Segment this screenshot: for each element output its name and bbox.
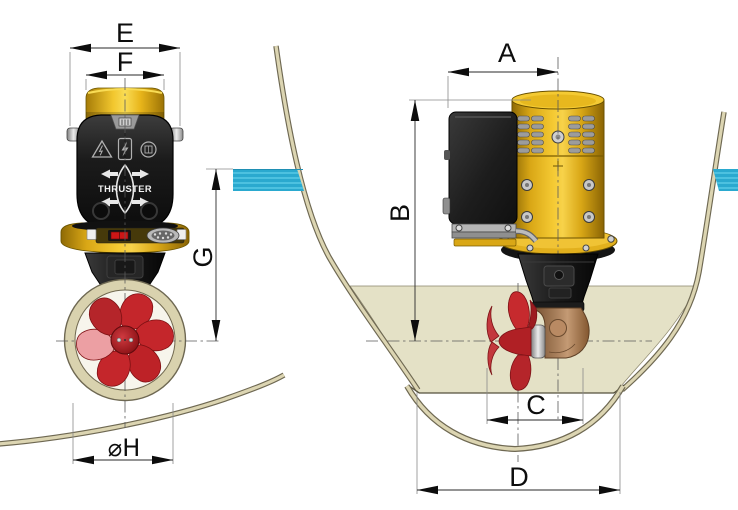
housing-port-left bbox=[92, 202, 110, 220]
propeller-hub bbox=[110, 325, 140, 355]
dim-label-C: C bbox=[526, 390, 546, 420]
dimension-F: F bbox=[85, 47, 165, 90]
propeller-side bbox=[486, 291, 538, 391]
waterline-right bbox=[713, 169, 738, 191]
dim-label-B: B bbox=[385, 204, 415, 222]
dimension-H-diameter: ⌀H bbox=[72, 403, 174, 465]
warning-triangle-icon bbox=[91, 139, 113, 158]
dimension-E: E bbox=[69, 18, 181, 126]
controller-side-nub bbox=[444, 150, 450, 160]
dim-label-G: G bbox=[188, 246, 218, 267]
dimension-C: C bbox=[486, 368, 584, 425]
prop-seal-ring bbox=[530, 324, 546, 359]
front-view-thruster: THRUSTER bbox=[0, 78, 304, 447]
elbow-anode-boss bbox=[549, 319, 567, 337]
dim-label-A: A bbox=[498, 38, 516, 68]
dim-label-D: D bbox=[509, 462, 529, 492]
dim-label-F: F bbox=[117, 47, 134, 77]
flange-bolt-left bbox=[86, 229, 97, 240]
controller-bracket bbox=[451, 223, 539, 247]
elbow-gear-housing bbox=[534, 307, 590, 359]
hull-curve-front bbox=[0, 372, 286, 447]
dimension-G: G bbox=[188, 168, 233, 341]
control-connector bbox=[146, 227, 180, 244]
emblem-arrows bbox=[101, 169, 149, 207]
dimension-A: A bbox=[447, 38, 558, 108]
controller-side-connector bbox=[442, 197, 451, 215]
dimension-B: B bbox=[385, 99, 531, 341]
read-manual-icon bbox=[140, 141, 157, 158]
dim-label-E: E bbox=[116, 18, 134, 48]
hull-left-wall bbox=[273, 45, 421, 392]
controller-box bbox=[448, 111, 518, 225]
hull-right-wall bbox=[620, 111, 727, 393]
motor-vent-slots bbox=[517, 115, 595, 154]
waterline-left bbox=[233, 169, 304, 191]
housing-port-right bbox=[140, 202, 158, 220]
keel-arc bbox=[404, 384, 626, 453]
side-view-thruster bbox=[442, 57, 618, 420]
power-switch bbox=[108, 230, 131, 241]
dimension-D: D bbox=[416, 392, 621, 495]
dim-label-H: ⌀H bbox=[108, 434, 141, 462]
